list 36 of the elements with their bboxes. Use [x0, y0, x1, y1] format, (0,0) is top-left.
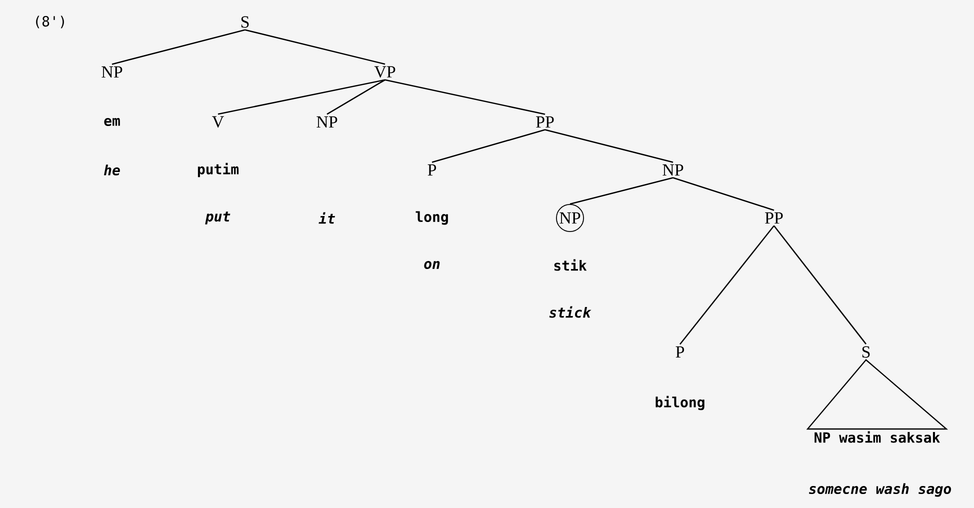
gloss-text: stick	[549, 306, 592, 318]
tree-branch	[773, 225, 867, 344]
tree-branch	[570, 177, 674, 205]
tree-branch	[384, 79, 546, 115]
gloss-text: on	[424, 260, 440, 270]
gloss-text: long	[416, 211, 448, 225]
gloss-text: it	[318, 212, 335, 224]
category-label: PP	[536, 116, 554, 128]
circled-category-label: NP	[556, 204, 584, 232]
category-label: PP	[765, 212, 783, 224]
category-label: P	[428, 164, 436, 176]
category-label: V	[212, 116, 224, 128]
gloss-text: he	[104, 164, 120, 176]
tree-branch	[112, 29, 246, 65]
gloss-text: stik	[554, 259, 587, 271]
tree-branch	[672, 177, 774, 211]
category-label: VP	[374, 66, 396, 78]
gloss-text: putim	[198, 162, 239, 178]
gloss-text: somecne wash sago	[808, 483, 952, 497]
gloss-text: em	[104, 118, 120, 126]
phrase-text: NP wasim saksak	[814, 431, 940, 443]
example-number: (8')	[36, 16, 64, 28]
category-label: NP	[316, 116, 338, 128]
category-label: P	[676, 346, 684, 358]
gloss-text: put	[205, 212, 230, 224]
tree-branch	[244, 29, 386, 65]
gloss-text: bilong	[656, 396, 704, 410]
category-label: S	[862, 346, 870, 358]
category-label: NP	[662, 164, 684, 176]
category-label: NP	[102, 66, 122, 78]
tree-branch	[432, 129, 546, 163]
tree-branch	[680, 225, 774, 345]
tree-branch	[326, 79, 386, 115]
category-label: S	[241, 16, 249, 28]
tree-branch	[544, 129, 674, 163]
tree-branch	[218, 79, 386, 115]
